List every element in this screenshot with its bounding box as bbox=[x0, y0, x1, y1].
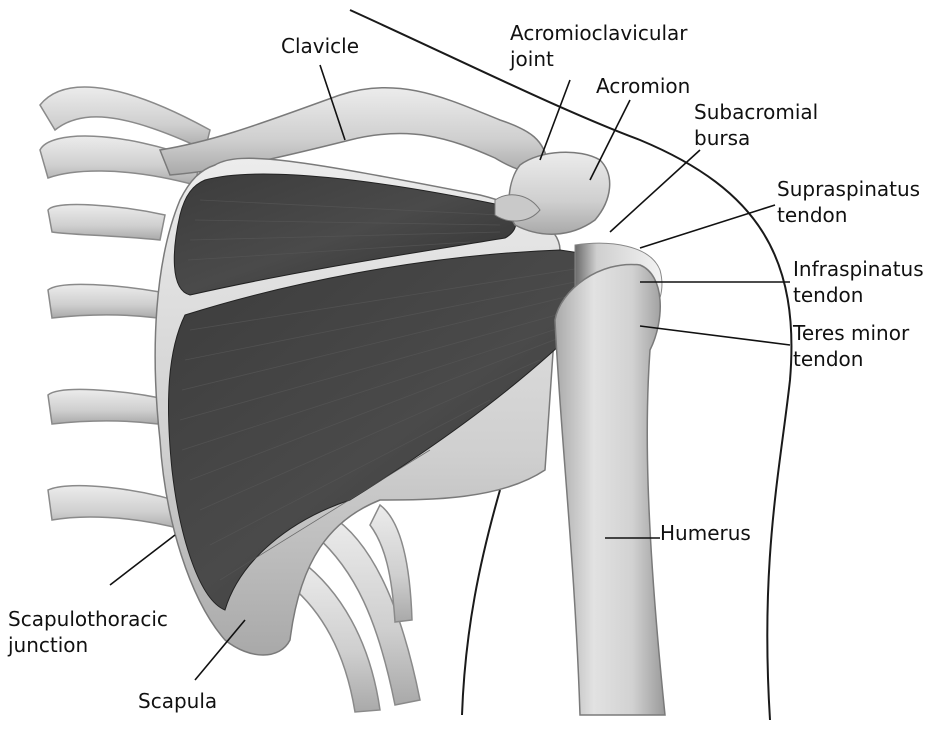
label-teres-minor-tendon-line1: Teres minor bbox=[793, 320, 909, 346]
label-clavicle: Clavicle bbox=[281, 33, 359, 59]
rib-4 bbox=[48, 284, 160, 318]
humerus-bone bbox=[555, 264, 665, 715]
label-acromioclavicular-joint-line1: Acromioclavicular bbox=[510, 20, 688, 46]
label-clavicle-line1: Clavicle bbox=[281, 33, 359, 59]
label-teres-minor-tendon: Teres minor tendon bbox=[793, 320, 909, 372]
label-scapulothoracic-junction-line1: Scapulothoracic bbox=[8, 606, 168, 632]
label-scapulothoracic-junction-line2: junction bbox=[8, 632, 168, 658]
acromion-bone bbox=[509, 152, 610, 234]
label-scapulothoracic-junction: Scapulothoracic junction bbox=[8, 606, 168, 658]
label-acromion: Acromion bbox=[596, 73, 690, 99]
leader-subacromial-bursa bbox=[610, 150, 700, 232]
clavicle-bone bbox=[160, 88, 548, 175]
label-supraspinatus-tendon-line1: Supraspinatus bbox=[777, 176, 920, 202]
label-acromioclavicular-joint-line2: joint bbox=[510, 46, 688, 72]
rib-3 bbox=[48, 205, 165, 240]
label-supraspinatus-tendon: Supraspinatus tendon bbox=[777, 176, 920, 228]
label-teres-minor-tendon-line2: tendon bbox=[793, 346, 909, 372]
label-acromioclavicular-joint: Acromioclavicular joint bbox=[510, 20, 688, 72]
leader-acromioclavicular-joint bbox=[540, 80, 570, 160]
label-infraspinatus-tendon: Infraspinatus tendon bbox=[793, 256, 924, 308]
label-scapula-line1: Scapula bbox=[138, 688, 217, 714]
label-acromion-line1: Acromion bbox=[596, 73, 690, 99]
label-infraspinatus-tendon-line1: Infraspinatus bbox=[793, 256, 924, 282]
leader-acromion bbox=[590, 100, 630, 180]
label-subacromial-bursa-line2: bursa bbox=[694, 125, 818, 151]
label-scapula: Scapula bbox=[138, 688, 217, 714]
leader-supraspinatus-tendon bbox=[640, 205, 775, 248]
label-subacromial-bursa: Subacromial bursa bbox=[694, 99, 818, 151]
label-humerus-line1: Humerus bbox=[660, 520, 751, 546]
leader-scapulothoracic-junction bbox=[110, 535, 175, 585]
label-supraspinatus-tendon-line2: tendon bbox=[777, 202, 920, 228]
body-outline-back bbox=[462, 490, 500, 715]
label-humerus: Humerus bbox=[660, 520, 751, 546]
label-subacromial-bursa-line1: Subacromial bbox=[694, 99, 818, 125]
rib-5 bbox=[48, 389, 160, 424]
label-infraspinatus-tendon-line2: tendon bbox=[793, 282, 924, 308]
leader-teres-minor-tendon bbox=[640, 326, 790, 345]
